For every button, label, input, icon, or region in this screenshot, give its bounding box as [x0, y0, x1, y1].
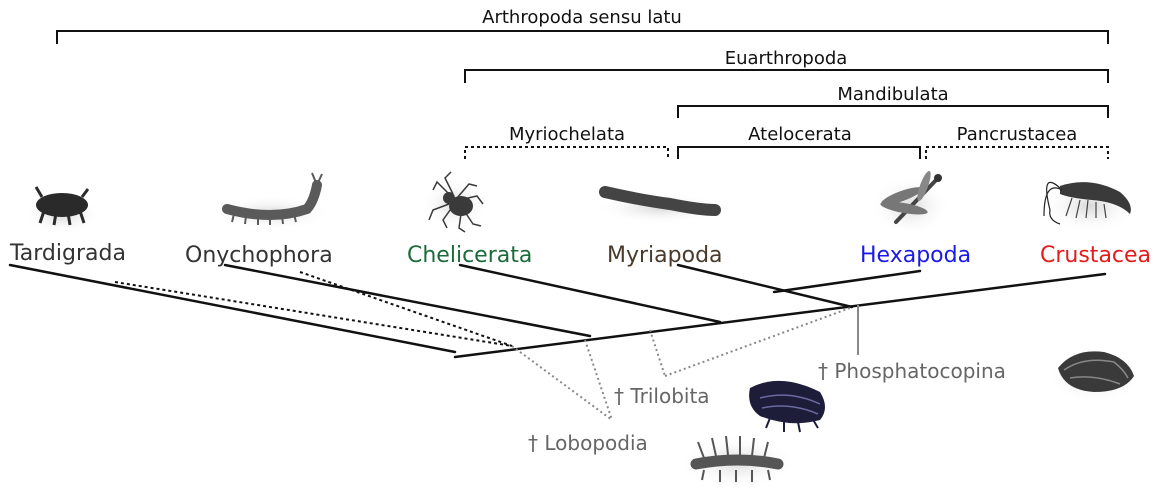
onychophoran-icon: [212, 173, 332, 231]
bracket-label-pancrustacea: Pancrustacea: [957, 124, 1078, 145]
branch-hexapoda: [774, 271, 920, 292]
tardigrade-icon: [24, 187, 100, 235]
spider-icon: [421, 172, 489, 232]
fossil-lobopodia-b: [585, 340, 612, 420]
dragonfly-icon: [870, 170, 950, 236]
bracket-label-mandibulata: Mandibulata: [837, 84, 948, 105]
millipede-icon: [594, 192, 726, 224]
bracket-atelocerata: [678, 147, 920, 159]
taxon-label-onychophora: Onychophora: [185, 243, 333, 268]
fossil-label-phosphatocopina: † Phosphatocopina: [818, 359, 1006, 383]
taxon-label-hexapoda: Hexapoda: [860, 243, 971, 268]
dashed-tardigrada: [115, 282, 512, 346]
bracket-myriochelata: [465, 147, 668, 159]
taxon-label-crustacea: Crustacea: [1040, 243, 1151, 268]
branch-tardigrada: [10, 265, 455, 352]
ostracod-icon: [1046, 348, 1142, 404]
shrimp-icon: [1042, 178, 1138, 234]
dashed-onychophora: [300, 272, 512, 346]
branch-onychophora: [225, 265, 590, 336]
taxon-label-tardigrada: Tardigrada: [9, 241, 126, 266]
bracket-label-euarthropoda: Euarthropoda: [725, 48, 848, 69]
fossil-trilobita-a: [650, 330, 665, 376]
bracket-euarthropoda: [465, 70, 1108, 83]
bracket-label-myriochelata: Myriochelata: [509, 124, 625, 145]
taxon-label-myriapoda: Myriapoda: [607, 243, 723, 268]
trilobite-icon: [742, 374, 838, 434]
fossil-label-lobopodia: † Lobopodia: [528, 431, 648, 455]
bracket-pancrustacea: [926, 147, 1108, 159]
bracket-label-atelocerata: Atelocerata: [748, 124, 852, 145]
bracket-arthropoda: [57, 31, 1108, 44]
fossil-lobopodia-a: [512, 346, 612, 420]
bracket-mandibulata: [678, 106, 1108, 118]
branch-chelicerata: [460, 265, 720, 322]
bracket-label-arthropoda: Arthropoda sensu latu: [482, 7, 682, 28]
branch-myriapoda: [678, 265, 852, 307]
taxon-label-chelicerata: Chelicerata: [407, 243, 532, 268]
tree-branches: [10, 265, 1105, 357]
fossil-label-trilobita: † Trilobita: [614, 384, 710, 408]
lobopodian-icon: [678, 436, 798, 488]
